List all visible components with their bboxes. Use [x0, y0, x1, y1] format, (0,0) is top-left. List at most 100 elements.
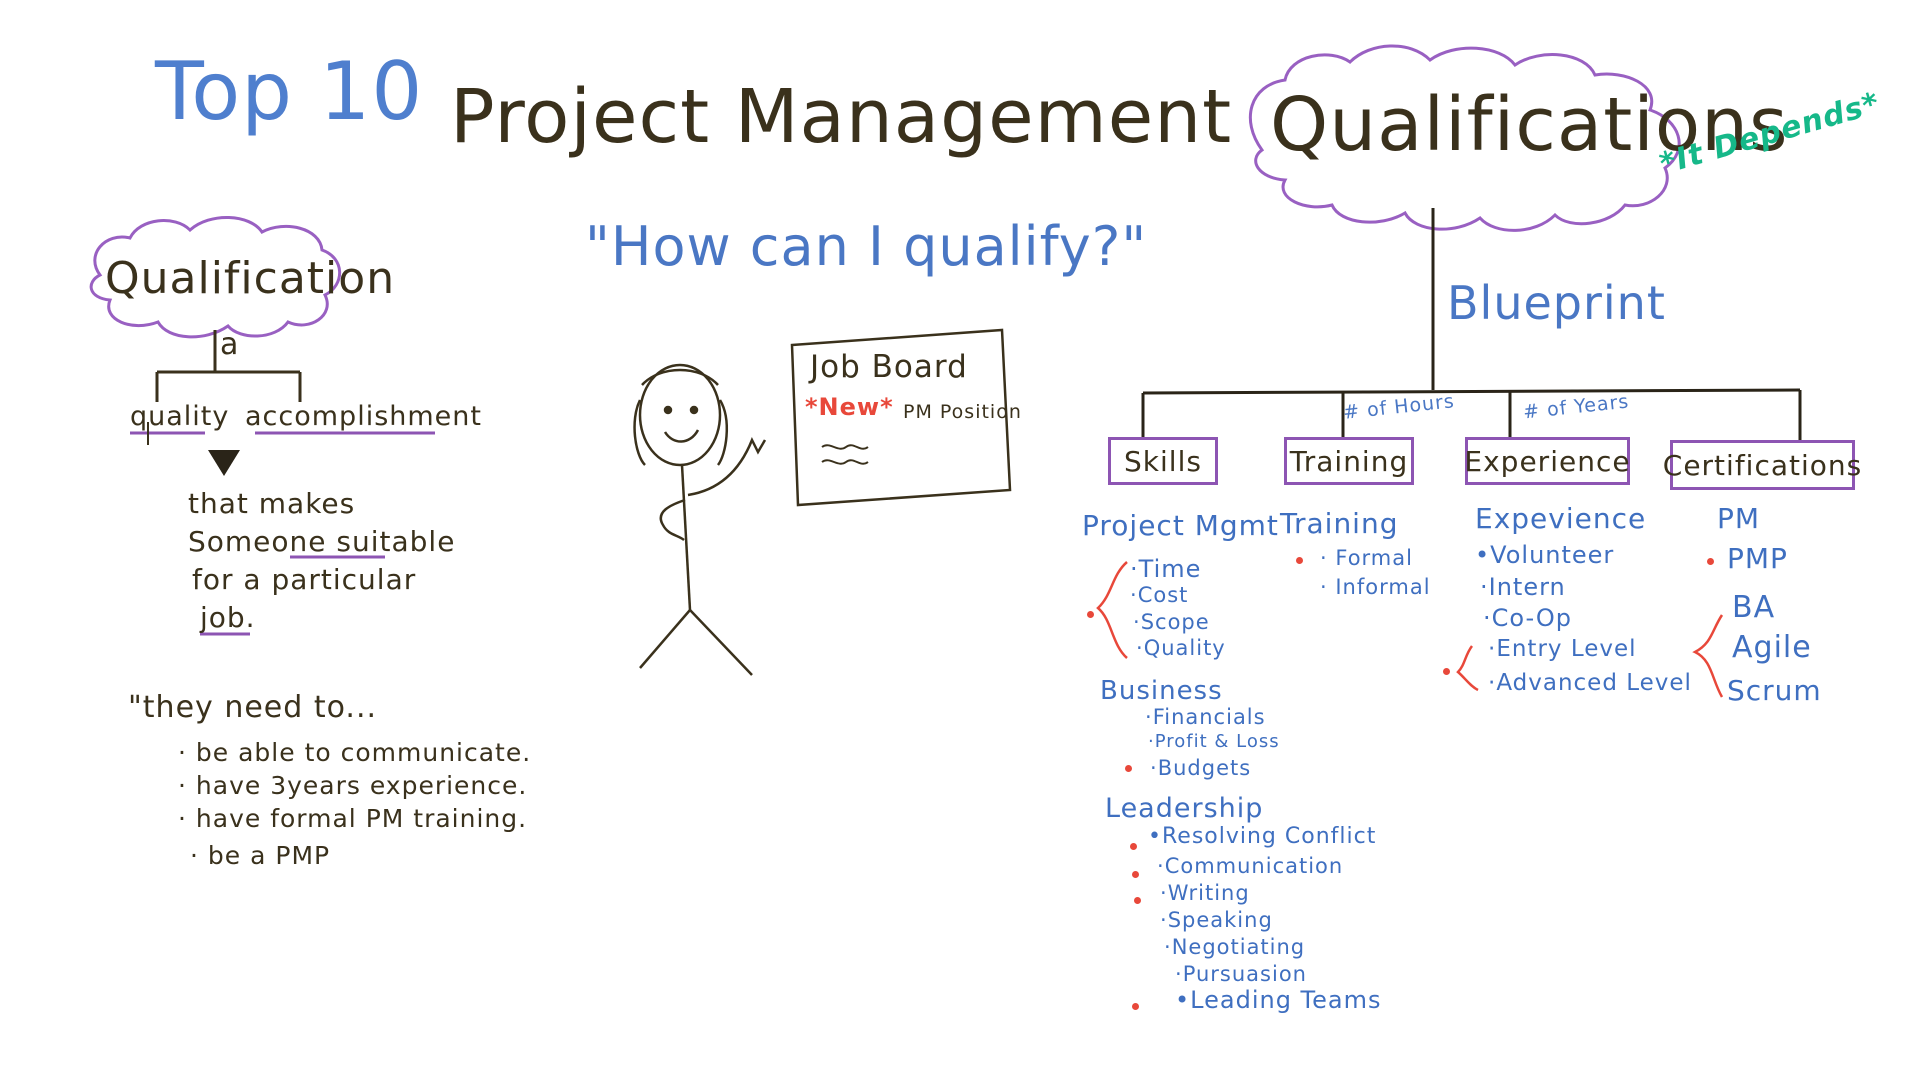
definition-line: that makes: [188, 487, 356, 520]
list-item-text: Co-Op: [1491, 604, 1572, 632]
qualification-word: Qualification: [105, 253, 396, 304]
list-item-text: Time: [1138, 555, 1202, 583]
job-board-squiggles: [821, 444, 869, 465]
list-item: ·Speaking: [1160, 908, 1273, 932]
list-item-text: Budgets: [1157, 756, 1252, 780]
list-item: ·Budgets: [1150, 756, 1252, 780]
red-marker-dot: [1125, 765, 1132, 772]
list-item: ·Pursuasion: [1175, 962, 1307, 986]
title-cloud: [1248, 44, 1681, 232]
needs-item: · be able to communicate.: [178, 738, 532, 767]
list-item: ·Writing: [1160, 881, 1250, 905]
list-item-text: Communication: [1164, 854, 1344, 878]
skills-leadership-heading: Leadership: [1105, 793, 1264, 824]
category-training: Training: [1284, 437, 1414, 485]
list-item-text: Intern: [1488, 573, 1566, 601]
list-item: •Leading Teams: [1175, 986, 1382, 1014]
cert-pm: PM: [1717, 502, 1761, 535]
def-arrow: [208, 450, 240, 476]
list-item: ·Quality: [1136, 636, 1226, 660]
list-item: ·Communication: [1157, 854, 1344, 878]
cert-red-bracket: [1692, 614, 1724, 698]
title-qualifications: Qualifications: [1270, 82, 1789, 168]
skills-business-heading: Business: [1100, 676, 1223, 706]
list-item: ·Negotiating: [1164, 935, 1306, 959]
red-marker-dot: [1130, 843, 1137, 850]
cert-scrum: Scrum: [1727, 674, 1822, 707]
definition-article: a: [220, 327, 240, 362]
list-item-text: Financials: [1152, 705, 1266, 729]
blueprint-label: Blueprint: [1447, 276, 1666, 330]
pm-red-bracket: [1096, 561, 1128, 659]
needs-item-text: be a PMP: [207, 841, 331, 870]
red-marker-dot: [1296, 557, 1303, 564]
list-item: •Volunteer: [1475, 541, 1615, 569]
needs-item-text: have 3years experience.: [195, 771, 528, 800]
list-item: · Informal: [1320, 575, 1431, 599]
blueprint-tree-lines: [1141, 208, 1802, 440]
title-top10: Top 10: [155, 45, 424, 138]
category-experience: Experience: [1464, 437, 1630, 485]
list-item-text: Advanced Level: [1496, 670, 1692, 696]
definition-line: job.: [200, 601, 256, 634]
list-item: ·Entry Level: [1488, 636, 1637, 662]
needs-item: · have 3years experience.: [178, 771, 528, 800]
list-item-text: Entry Level: [1496, 636, 1637, 662]
list-item: ·Cost: [1130, 583, 1189, 607]
job-board-new-tag: *New*: [805, 393, 894, 421]
list-item-text: Cost: [1137, 583, 1189, 607]
red-marker-dot: [1087, 611, 1094, 618]
definition-part-accomplishment: accomplishment: [245, 401, 482, 432]
list-item-text: Formal: [1335, 546, 1413, 570]
list-item-text: Profit & Loss: [1154, 731, 1280, 752]
definition-line: for a particular: [192, 563, 417, 596]
job-board-position: PM Position: [903, 401, 1022, 423]
list-item-text: Negotiating: [1171, 935, 1306, 959]
red-marker-dot: [1707, 558, 1714, 565]
red-marker-dot: [1132, 1003, 1139, 1010]
list-item-text: Volunteer: [1490, 541, 1615, 569]
cert-pmp: PMP: [1727, 542, 1788, 575]
needs-item: · be a PMP: [190, 841, 331, 870]
job-board-frame: [790, 328, 1012, 507]
job-board-title: Job Board: [810, 349, 968, 385]
list-item-text: Informal: [1335, 575, 1431, 599]
category-skills: Skills: [1108, 437, 1218, 485]
list-item: ·Intern: [1480, 573, 1566, 601]
list-item: ·Financials: [1145, 705, 1266, 729]
list-item-text: Scope: [1140, 610, 1210, 634]
skills-project-mgmt-heading: Project Mgmt: [1082, 509, 1279, 542]
stick-figure: [633, 363, 767, 676]
needs-heading: "they need to...: [128, 690, 378, 725]
definition-part-quality: quality: [130, 401, 230, 432]
list-item-text: Speaking: [1167, 908, 1273, 932]
red-marker-dot: [1443, 668, 1450, 675]
question-text: "How can I qualify?": [585, 215, 1148, 278]
needs-item-text: have formal PM training.: [195, 804, 528, 833]
list-item-text: Writing: [1167, 881, 1250, 905]
list-item: ·Scope: [1133, 610, 1210, 634]
needs-item: · have formal PM training.: [178, 804, 528, 833]
list-item: ·Advanced Level: [1488, 670, 1692, 696]
list-item: •Resolving Conflict: [1148, 824, 1377, 849]
list-item-text: Leading Teams: [1190, 986, 1382, 1014]
definition-line: Someone suitable: [188, 525, 456, 558]
list-item: ·Co-Op: [1483, 604, 1572, 632]
red-marker-dot: [1134, 897, 1141, 904]
list-item-text: Resolving Conflict: [1161, 824, 1377, 849]
qualification-cloud: [89, 216, 342, 339]
list-item: ·Time: [1130, 555, 1202, 583]
experience-red-bracket: [1456, 645, 1479, 692]
list-item-text: Quality: [1143, 636, 1226, 660]
category-certifications: Certifications: [1663, 440, 1861, 490]
title-project-management: Project Management: [450, 74, 1233, 160]
list-item-text: Pursuasion: [1182, 962, 1307, 986]
training-heading: Training: [1280, 507, 1399, 540]
experience-heading: Expevience: [1475, 502, 1647, 535]
list-item: · Formal: [1320, 546, 1413, 570]
red-marker-dot: [1132, 871, 1139, 878]
cert-ba: BA: [1732, 590, 1776, 625]
list-item: ·Profit & Loss: [1148, 731, 1280, 752]
